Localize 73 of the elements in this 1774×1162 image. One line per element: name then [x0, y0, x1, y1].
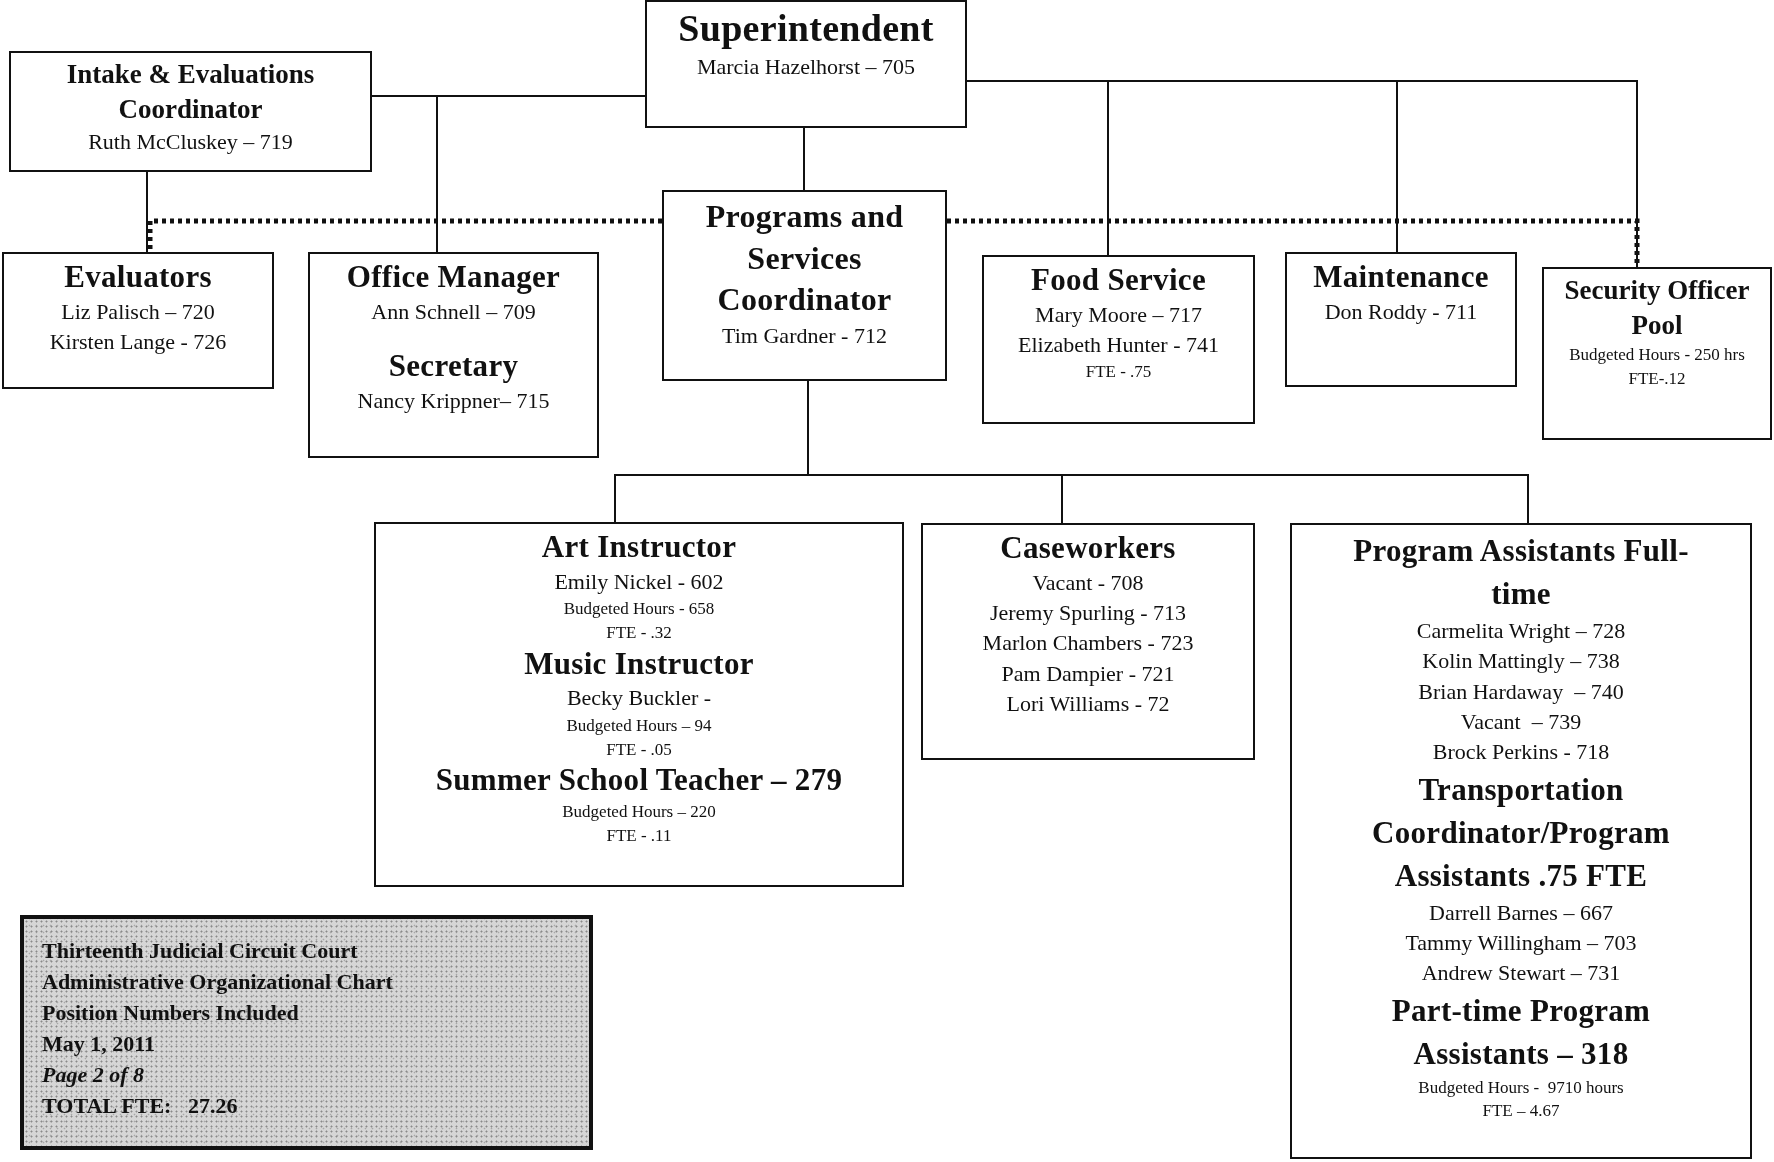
name-text: Becky Buckler -	[566, 684, 712, 713]
name-text: Vacant - 708	[1032, 568, 1144, 597]
note-text: Budgeted Hours - 9710 hours	[1418, 1076, 1624, 1099]
name-text: Liz Palisch – 720	[61, 297, 215, 326]
heading: Summer School Teacher – 279	[435, 761, 843, 800]
name-text: Darrell Barnes – 667	[1429, 898, 1613, 927]
position-box	[308, 252, 599, 458]
name-text: Kirsten Lange - 726	[49, 328, 227, 357]
name-text: Tim Gardner - 712	[722, 321, 887, 350]
heading: Secretary	[388, 347, 519, 386]
note-text: FTE-.12	[1628, 368, 1686, 390]
name-text: Mary Moore – 717	[1035, 300, 1202, 329]
name-text: Emily Nickel - 602	[554, 567, 724, 596]
connector-line	[803, 127, 805, 191]
name-text: Nancy Krippner– 715	[357, 386, 550, 415]
heading: Food Service	[1031, 261, 1206, 299]
name-text: Tammy Willingham – 703	[1405, 929, 1637, 958]
note-text: FTE – 4.67	[1482, 1100, 1560, 1123]
heading: Security Officer Pool	[1563, 274, 1751, 343]
note-text: Thirteenth Judicial Circuit Court	[42, 937, 358, 965]
position-box	[2, 252, 274, 389]
heading: Maintenance	[1313, 258, 1489, 296]
name-text: Lori Williams - 72	[1006, 690, 1170, 719]
heading: Part-time Program Assistants – 318	[1390, 991, 1652, 1074]
heading: Music Instructor	[524, 644, 754, 683]
note-text: Position Numbers Included	[42, 999, 299, 1027]
name-text: Marlon Chambers - 723	[982, 629, 1194, 658]
heading: Evaluators	[64, 258, 212, 296]
position-box	[982, 255, 1255, 424]
note-text: Page 2 of 8	[42, 1061, 145, 1089]
heading: Art Instructor	[541, 528, 737, 566]
note-text: Budgeted Hours – 220	[562, 801, 716, 824]
position-box	[9, 51, 372, 172]
name-text: Carmelita Wright – 728	[1416, 616, 1626, 645]
heading: Intake & Evaluations Coordinator	[65, 58, 316, 127]
name-text: Vacant – 739	[1460, 707, 1582, 736]
note-text: FTE - .75	[1085, 361, 1152, 384]
note-text: Budgeted Hours – 94	[566, 714, 712, 737]
note-text: FTE - .32	[606, 621, 672, 644]
name-text: Marcia Hazelhorst – 705	[696, 52, 916, 81]
name-text: Elizabeth Hunter - 741	[1018, 331, 1219, 360]
note-text: Budgeted Hours - 250 hrs	[1569, 344, 1745, 367]
connector-line	[146, 171, 148, 253]
position-box	[374, 522, 904, 887]
position-box	[1542, 267, 1772, 440]
heading: Transportation Coordinator/Program Assistants .75 FTE	[1371, 770, 1671, 896]
note-text: FTE - .11	[606, 824, 672, 847]
note-text: Budgeted Hours - 658	[563, 598, 715, 621]
name-text: Ann Schnell – 709	[371, 297, 536, 326]
note-text: TOTAL FTE: 27.26	[42, 1092, 238, 1120]
name-text: Kolin Mattingly – 738	[1422, 647, 1620, 676]
name-text: Brock Perkins - 718	[1432, 738, 1610, 767]
note-text: Administrative Organizational Chart	[42, 968, 393, 996]
name-text: Pam Dampier - 721	[1001, 659, 1175, 688]
note-text: May 1, 2011	[42, 1030, 156, 1058]
position-box	[1285, 252, 1517, 387]
position-box	[921, 523, 1255, 760]
connector-line	[436, 95, 646, 253]
name-text: Jeremy Spurling - 713	[989, 599, 1187, 628]
position-box	[1290, 523, 1752, 1159]
name-text: Brian Hardaway – 740	[1418, 677, 1624, 706]
position-box	[662, 190, 947, 381]
heading: Office Manager	[346, 258, 561, 296]
name-text: Ruth McCluskey – 719	[88, 128, 293, 157]
heading: Programs and Services Coordinator	[704, 197, 905, 320]
note-text: FTE - .05	[606, 738, 672, 761]
heading: Caseworkers	[1000, 529, 1176, 567]
name-text: Don Roddy - 711	[1324, 297, 1478, 326]
connector-line	[147, 218, 662, 252]
heading: Program Assistants Full-time	[1352, 532, 1690, 614]
name-text: Andrew Stewart – 731	[1421, 959, 1621, 988]
position-box	[645, 0, 967, 128]
heading: Superintendent	[678, 6, 934, 51]
